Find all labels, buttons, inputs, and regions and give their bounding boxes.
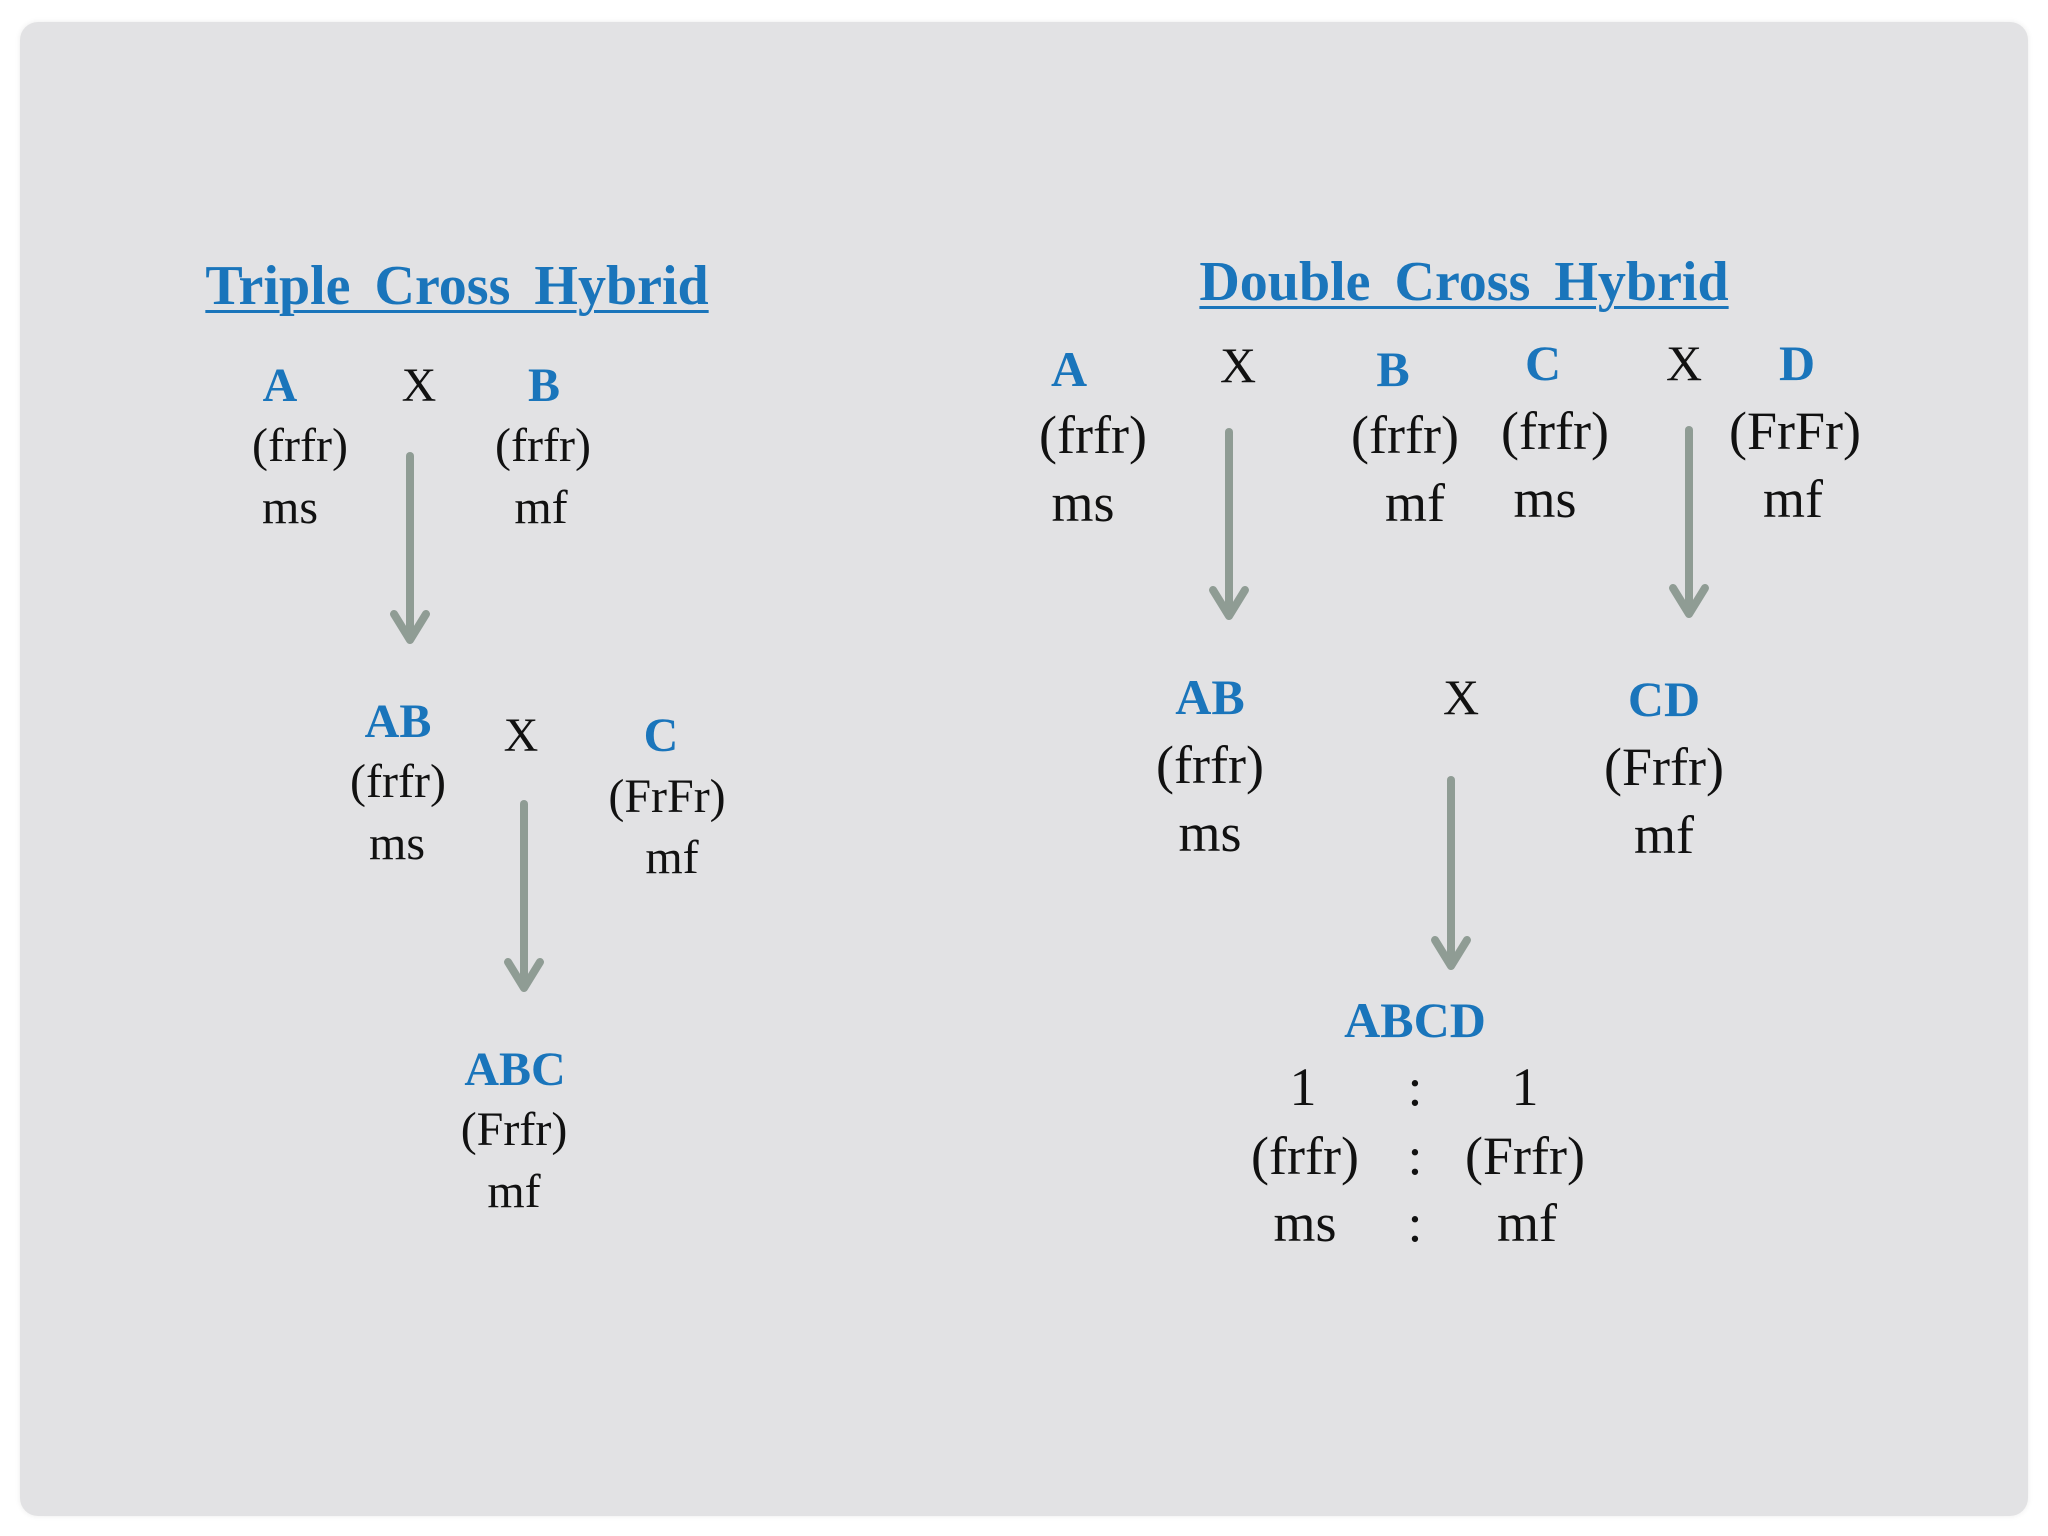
triple-parent-b-genotype: (frfr) bbox=[495, 419, 591, 472]
double-hybrid-cd-name: CD bbox=[1627, 671, 1701, 727]
triple-cross2-x: X bbox=[503, 709, 539, 762]
double-parent-c-genotype: (frfr) bbox=[1501, 401, 1609, 461]
triple-hybrid-ab-name: AB bbox=[364, 695, 432, 748]
double-cross2-x: X bbox=[1665, 335, 1703, 391]
slide-background bbox=[20, 22, 2028, 1516]
double-result-ratio-left: 1 bbox=[1289, 1057, 1317, 1117]
double-parent-c-name: C bbox=[1524, 335, 1562, 391]
double-cross1-x: X bbox=[1219, 337, 1257, 393]
double-result-type-right: mf bbox=[1497, 1193, 1557, 1253]
double-result-type-left: ms bbox=[1273, 1193, 1337, 1253]
double-result-genotype-left: (frfr) bbox=[1251, 1126, 1359, 1186]
double-parent-b-type: mf bbox=[1385, 473, 1445, 533]
double-parent-a-type: ms bbox=[1051, 473, 1115, 533]
double-hybrid-ab-type: ms bbox=[1178, 803, 1242, 863]
triple-hybrid-ab-genotype: (frfr) bbox=[350, 755, 446, 808]
double-result-ratio-right: 1 bbox=[1511, 1057, 1539, 1117]
double-cross-title: Double Cross Hybrid bbox=[1199, 251, 1729, 313]
triple-result-abc-genotype: (Frfr) bbox=[460, 1103, 568, 1156]
triple-parent-b-type: mf bbox=[514, 481, 568, 534]
double-parent-a-genotype: (frfr) bbox=[1039, 405, 1147, 465]
double-result-genotype-separator: : bbox=[1407, 1126, 1423, 1186]
double-hybrid-ab-genotype: (frfr) bbox=[1156, 735, 1264, 795]
double-parent-b-genotype: (frfr) bbox=[1351, 405, 1459, 465]
double-result-ratio-separator: : bbox=[1407, 1057, 1423, 1117]
double-parent-d-name: D bbox=[1778, 335, 1816, 391]
double-result-type-separator: : bbox=[1407, 1193, 1423, 1253]
triple-result-abc-type: mf bbox=[487, 1165, 541, 1218]
double-hybrid-cd-genotype: (Frfr) bbox=[1604, 737, 1724, 797]
double-result-genotype-right: (Frfr) bbox=[1465, 1126, 1585, 1186]
double-parent-b-name: B bbox=[1376, 341, 1410, 397]
double-parent-d-type: mf bbox=[1763, 469, 1823, 529]
double-hybrid-cd-type: mf bbox=[1634, 805, 1694, 865]
triple-parent-c-type: mf bbox=[645, 831, 699, 884]
triple-parent-a-genotype: (frfr) bbox=[252, 419, 348, 472]
triple-cross-title: Triple Cross Hybrid bbox=[205, 255, 709, 317]
triple-cross1-x: X bbox=[401, 359, 437, 412]
triple-result-abc-name: ABC bbox=[464, 1043, 566, 1096]
triple-parent-c-name: C bbox=[643, 709, 679, 762]
double-parent-a-name: A bbox=[1050, 341, 1088, 397]
double-cross3-x: X bbox=[1442, 669, 1480, 725]
triple-parent-c-genotype: (FrFr) bbox=[608, 770, 726, 823]
double-result-abcd-name: ABCD bbox=[1344, 992, 1486, 1048]
double-hybrid-ab-name: AB bbox=[1175, 669, 1245, 725]
triple-hybrid-ab-type: ms bbox=[368, 817, 426, 870]
double-parent-c-type: ms bbox=[1513, 469, 1577, 529]
triple-parent-b-name: B bbox=[527, 359, 561, 412]
triple-parent-a-name: A bbox=[262, 359, 298, 412]
double-parent-d-genotype: (FrFr) bbox=[1729, 401, 1861, 461]
triple-parent-a-type: ms bbox=[261, 481, 319, 534]
